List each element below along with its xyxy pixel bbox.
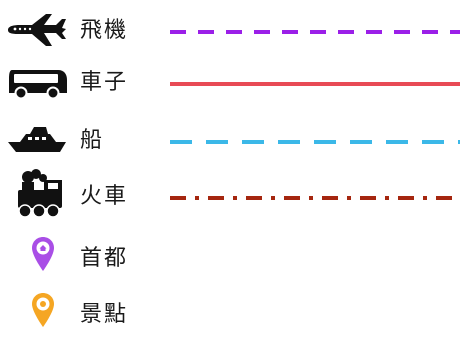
legend-label-airplane: 飛機: [80, 18, 129, 43]
legend-line-airplane: [170, 30, 460, 34]
train-icon: [18, 169, 62, 218]
legend-label-bus: 車子: [80, 70, 129, 95]
legend-label-attraction: 景點: [80, 302, 129, 327]
legend-line-train: [170, 196, 460, 200]
legend-row-ship: 船: [0, 112, 460, 166]
legend-label-capital: 首都: [80, 246, 129, 271]
airplane-icon: [8, 14, 66, 46]
bus-icon: [9, 70, 67, 100]
capital-marker-icon: [32, 237, 54, 271]
legend-row-bus: 車子: [0, 56, 460, 110]
legend-row-train: 火車: [0, 168, 460, 222]
legend-label-train: 火車: [80, 184, 129, 209]
legend-label-ship: 船: [80, 128, 105, 153]
legend-line-bus: [170, 82, 460, 86]
legend-row-capital: 首都: [0, 232, 460, 286]
ship-icon: [8, 127, 66, 152]
legend-row-attraction: 景點: [0, 288, 460, 342]
attraction-marker-icon: [32, 293, 54, 327]
legend-row-airplane: 飛機: [0, 4, 460, 58]
legend-line-ship: [170, 140, 460, 144]
